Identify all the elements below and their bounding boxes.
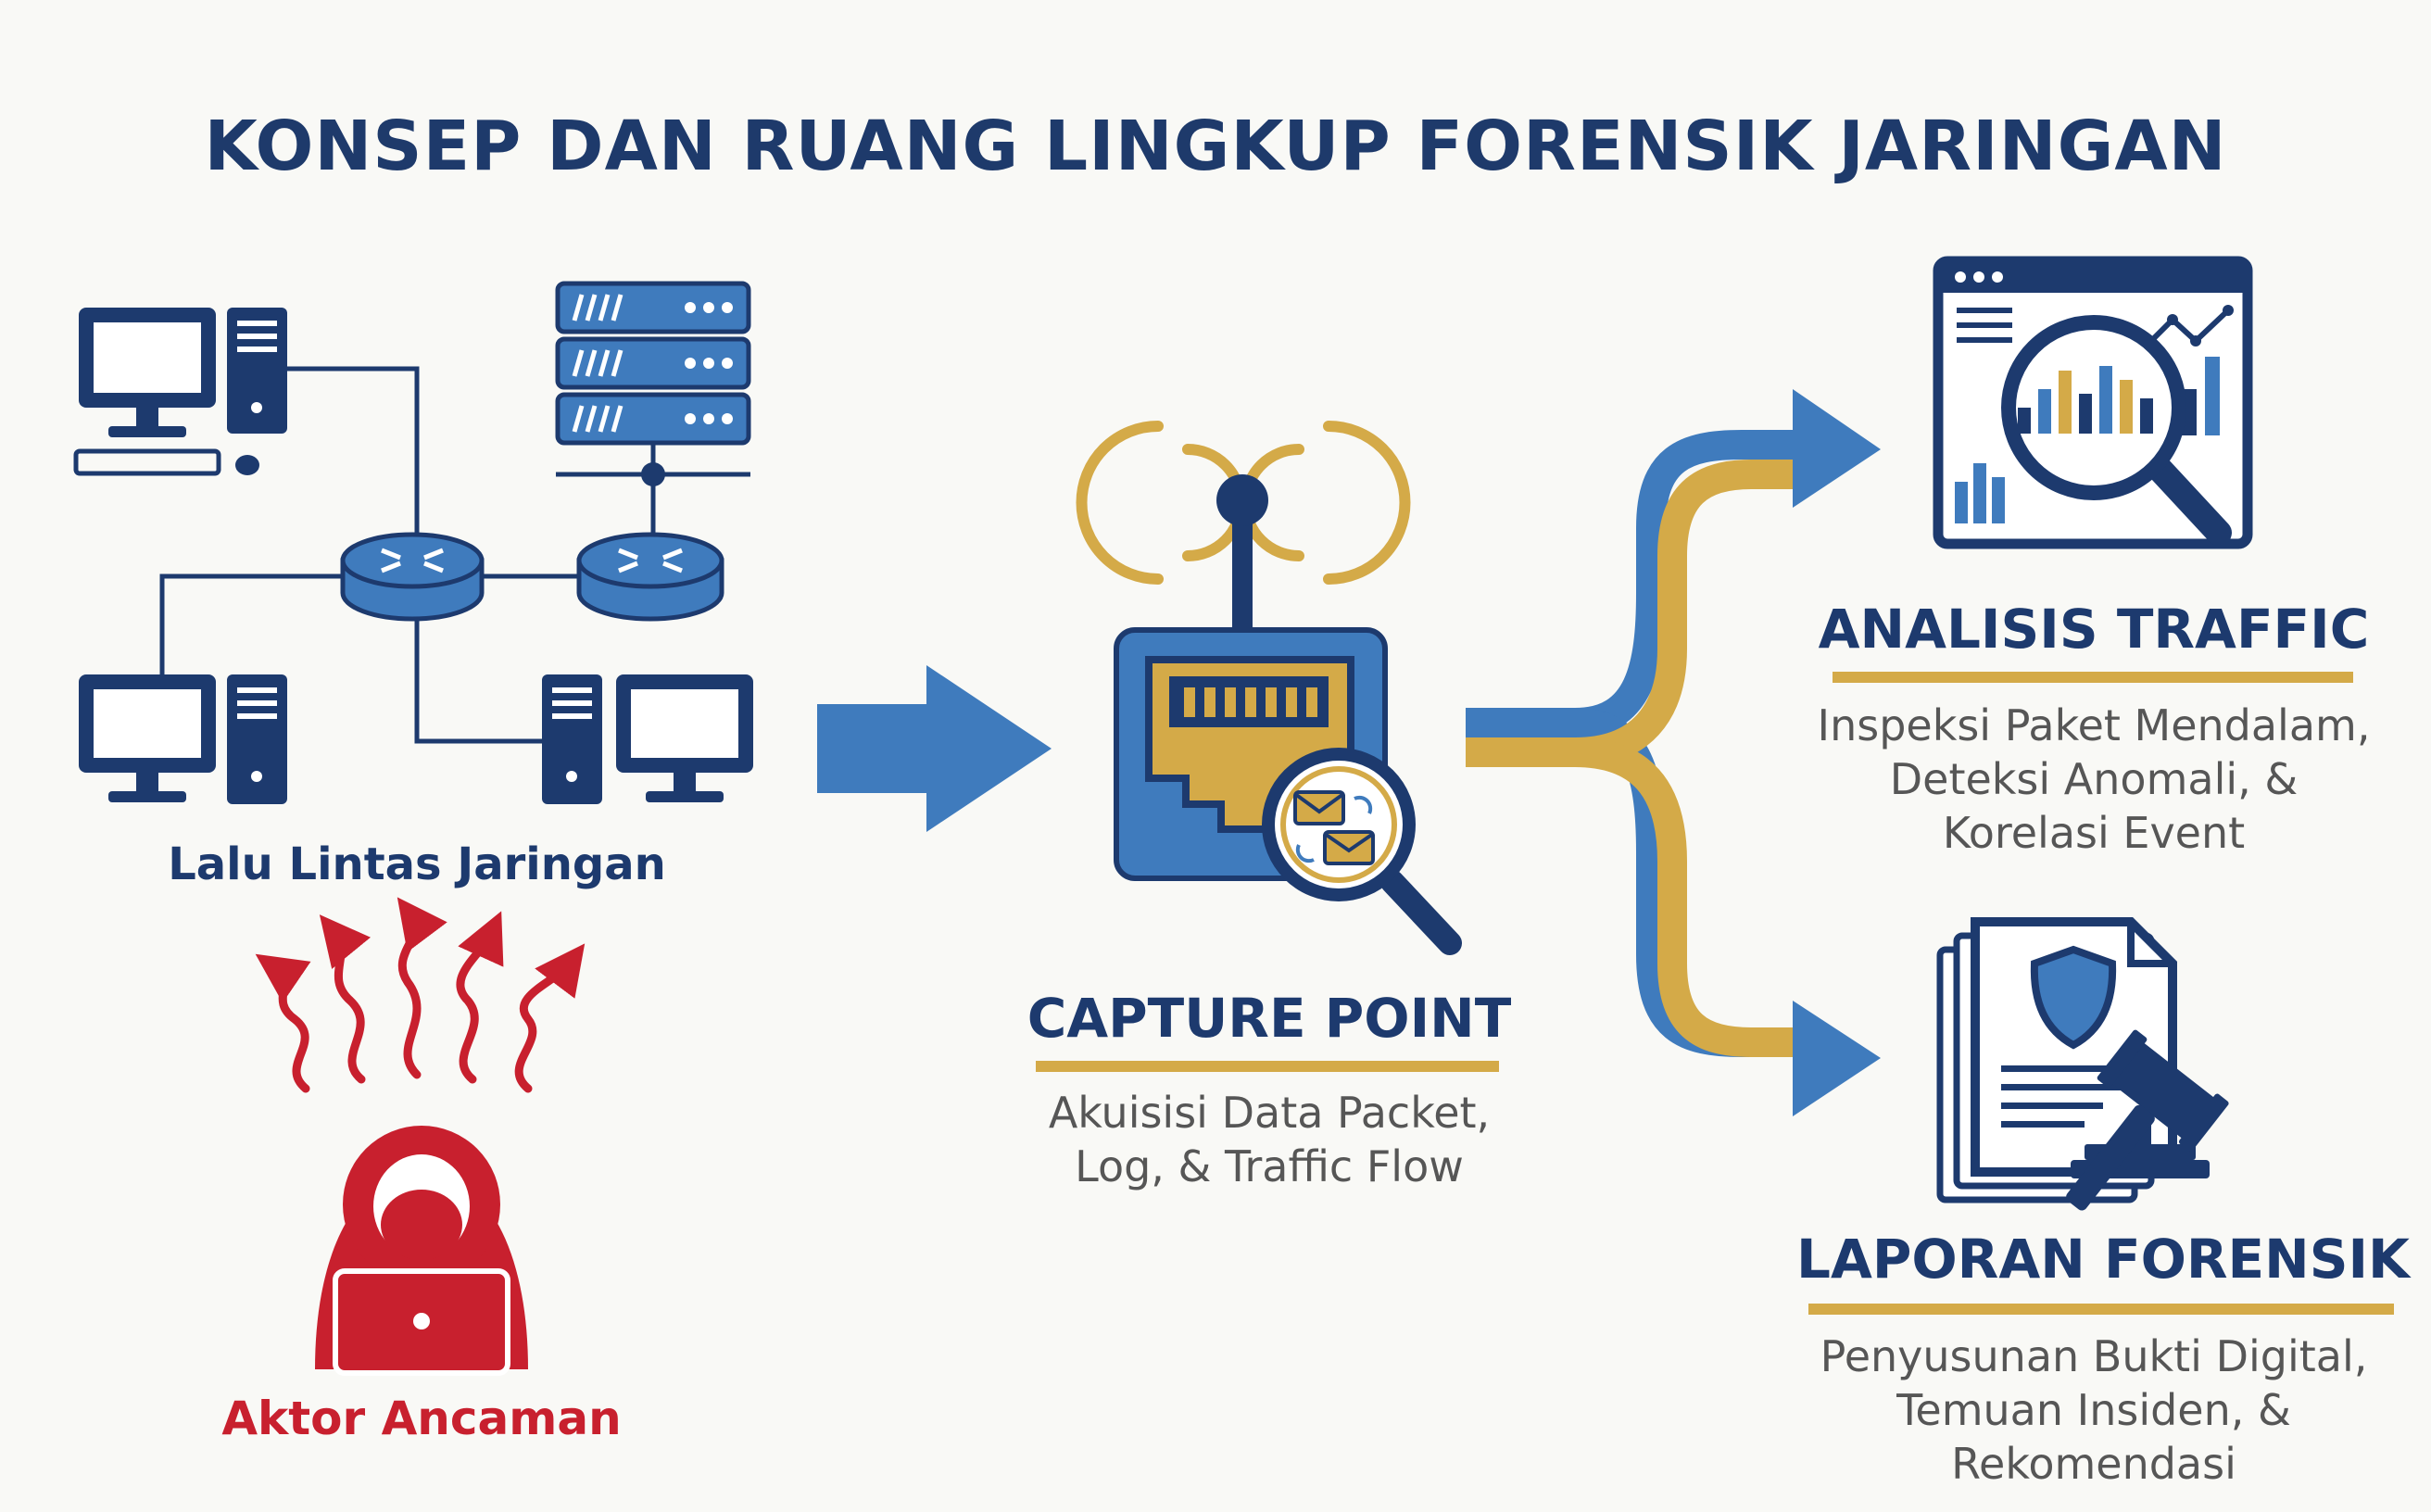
flow-arrow-icon [817, 665, 1052, 832]
pc-tower-icon [542, 674, 602, 804]
hub-node [641, 462, 665, 486]
desktop-monitor-icon [79, 674, 216, 802]
fork-arrows-icon [1466, 389, 1881, 1116]
traffic-analysis-dashboard-icon [1933, 256, 2253, 549]
forensic-report-description: Penyusunan Bukti Digital, Temuan Insiden… [1820, 1331, 2368, 1489]
router-icon [340, 532, 485, 622]
router-icon [576, 532, 724, 622]
server-rack-icon [555, 281, 751, 446]
network-traffic-label: Lalu Lintas Jaringan [168, 838, 666, 890]
hacker-icon [315, 1126, 528, 1376]
capture-point-title: CAPTURE POINT [1027, 987, 1512, 1050]
pc-tower-icon [227, 308, 287, 434]
network-links [159, 366, 750, 744]
packet-inspect-magnifier-icon [1262, 748, 1462, 955]
desktop-monitor-icon [616, 674, 753, 802]
page-title: KONSEP DAN RUANG LINGKUP FORENSIK JARING… [204, 107, 2227, 186]
analysis-traffic-divider [1833, 672, 2353, 683]
antenna-icon [1216, 474, 1268, 635]
threat-wave-arrows-icon [255, 897, 586, 1093]
analysis-traffic-title: ANALISIS TRAFFIC [1818, 598, 2370, 661]
forensic-report-gavel-icon [1936, 917, 2229, 1211]
forensic-report-title: LAPORAN FORENSIK [1796, 1228, 2410, 1291]
desktop-monitor-icon [73, 308, 221, 476]
capture-point-description: Akuisisi Data Packet, Log, & Traffic Flo… [1048, 1088, 1491, 1191]
pc-tower-icon [227, 674, 287, 804]
capture-point-divider [1036, 1061, 1499, 1072]
mouse-icon [235, 455, 259, 475]
threat-actor-label: Aktor Ancaman [221, 1392, 622, 1445]
forensic-report-divider [1808, 1304, 2394, 1315]
analysis-traffic-description: Inspeksi Paket Mendalam, Deteksi Anomali… [1817, 700, 2371, 858]
